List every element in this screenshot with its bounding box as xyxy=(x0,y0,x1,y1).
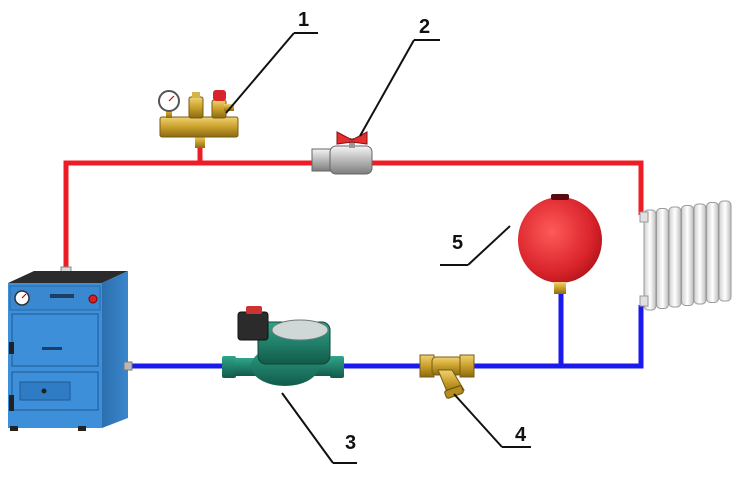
callout-2-label: 2 xyxy=(419,16,430,38)
safety-group-stem xyxy=(195,136,205,148)
ball-valve-body xyxy=(329,145,373,175)
boiler-lower-handle xyxy=(9,395,14,411)
callout-4: 4 xyxy=(453,393,531,448)
boiler-brand-strip xyxy=(42,347,62,350)
callout-1-leader xyxy=(225,32,295,114)
safety-group xyxy=(158,90,239,148)
safety-valve-cap xyxy=(213,90,226,101)
safety-valve-body xyxy=(211,99,227,119)
radiator xyxy=(639,200,732,311)
boiler xyxy=(8,266,133,431)
callout-4-leader xyxy=(453,393,503,448)
boiler-lower-door xyxy=(11,371,99,411)
callout-5-label: 5 xyxy=(452,232,463,254)
circulation-pump xyxy=(222,306,344,386)
radiator-section xyxy=(706,202,719,303)
expansion-tank-connector xyxy=(554,282,566,294)
strainer-filter xyxy=(419,354,475,399)
radiator-section xyxy=(718,200,732,302)
gauge-needle xyxy=(21,293,27,299)
radiator-section xyxy=(681,205,694,306)
callout-4-label: 4 xyxy=(515,424,527,446)
radiator-section xyxy=(656,208,669,309)
callout-5-leader xyxy=(467,225,511,266)
return-pipe xyxy=(126,292,644,369)
radiator-section xyxy=(693,203,707,305)
gauge-stem xyxy=(166,108,172,118)
boiler-door-handle xyxy=(9,342,14,354)
radiator-inlet-plug xyxy=(639,211,649,223)
ball-valve-butterfly-handle xyxy=(336,131,368,145)
boiler-return-outlet xyxy=(123,361,133,371)
safety-valve-outlet xyxy=(224,104,234,111)
radiator-section xyxy=(643,209,657,311)
pump-motor-face xyxy=(271,319,329,341)
callout-2-leader xyxy=(359,39,415,137)
boiler-side xyxy=(102,271,128,428)
pump-terminal-box xyxy=(237,311,269,341)
ball-valve-nut-left xyxy=(311,148,333,172)
boiler-upper-door xyxy=(11,313,99,367)
ash-door-knob xyxy=(41,388,47,394)
pump-flange-left xyxy=(222,356,236,378)
expansion-tank-body xyxy=(518,197,602,283)
callout-3: 3 xyxy=(281,392,357,464)
expansion-tank-top-cap xyxy=(551,194,569,200)
return-pipe-line xyxy=(126,305,644,369)
pump-flange-right xyxy=(330,356,344,378)
safety-group-manifold xyxy=(159,116,239,138)
callout-2: 2 xyxy=(359,16,440,137)
boiler-label-plate xyxy=(50,294,74,298)
callout-1: 1 xyxy=(225,9,318,114)
thermostat-knob-icon xyxy=(88,294,98,304)
strainer-nut-right xyxy=(459,354,475,378)
air-vent-cap xyxy=(192,92,200,98)
pump-terminal-cap xyxy=(246,306,262,314)
ball-valve xyxy=(311,131,373,175)
callout-3-label: 3 xyxy=(345,432,356,454)
boiler-foot-left xyxy=(10,426,18,431)
radiator-section xyxy=(668,206,682,308)
boiler-top xyxy=(8,271,128,283)
expansion-tank xyxy=(518,194,602,294)
safety-gauge-needle xyxy=(168,95,175,102)
callout-3-leader xyxy=(281,392,334,464)
radiator-outlet-plug xyxy=(639,295,649,307)
air-vent-body xyxy=(188,96,204,119)
boiler-foot-right xyxy=(78,426,86,431)
ball-valve-stem xyxy=(349,138,355,148)
callout-5: 5 xyxy=(440,225,511,266)
callout-1-label: 1 xyxy=(298,9,309,31)
